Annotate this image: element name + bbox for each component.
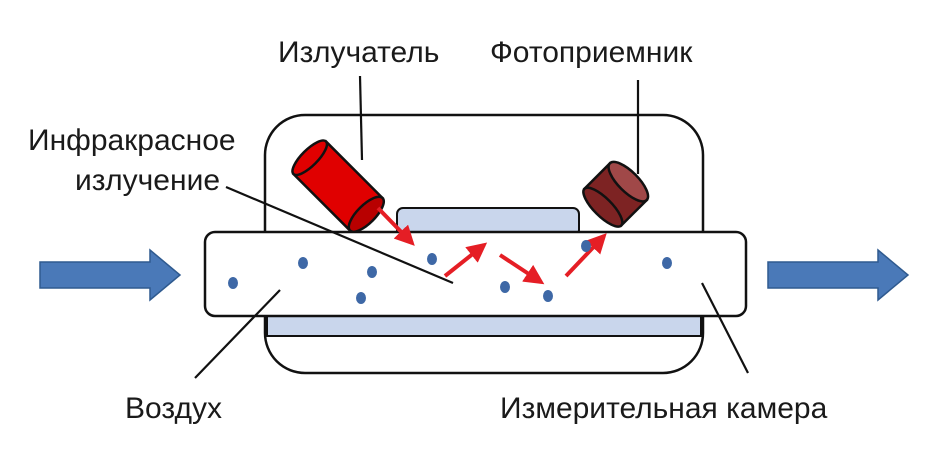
air-particles bbox=[228, 240, 672, 304]
label-infrared-line2: излучение bbox=[75, 164, 220, 197]
label-air: Воздух bbox=[125, 392, 222, 425]
leader-chamber bbox=[701, 282, 749, 374]
particle bbox=[500, 281, 510, 293]
label-emitter: Излучатель bbox=[278, 36, 439, 69]
particle bbox=[662, 257, 672, 269]
particle bbox=[581, 240, 591, 252]
measuring-chamber-tube bbox=[203, 230, 748, 318]
label-infrared-line1: Инфракрасное bbox=[28, 124, 236, 157]
leader-infrared bbox=[225, 185, 454, 285]
particle bbox=[367, 266, 377, 278]
label-photodetector: Фотоприемник bbox=[490, 36, 693, 69]
particle bbox=[356, 292, 366, 304]
air-in-arrow-icon bbox=[39, 248, 182, 302]
photodetector-icon bbox=[582, 160, 650, 228]
leader-emitter bbox=[358, 75, 364, 161]
ir-ray-zigzag-icon bbox=[376, 206, 607, 285]
emitter-icon bbox=[291, 139, 385, 233]
bottom-pad bbox=[266, 315, 702, 337]
particle bbox=[298, 257, 308, 269]
particle bbox=[228, 277, 238, 289]
particle bbox=[427, 253, 437, 265]
air-out-arrow-icon bbox=[767, 248, 910, 302]
particle bbox=[543, 290, 553, 302]
label-measuring-chamber: Измерительная камера bbox=[500, 392, 828, 425]
leader-air bbox=[194, 289, 281, 379]
